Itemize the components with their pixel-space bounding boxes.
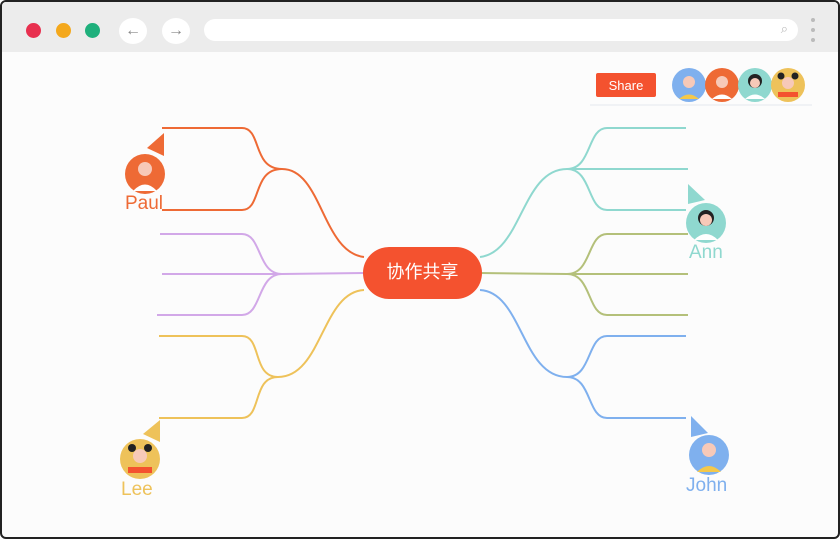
more-menu-button[interactable]: [810, 18, 816, 42]
search-icon: ⌕: [780, 21, 788, 36]
address-bar[interactable]: ⌕: [204, 19, 798, 41]
maximize-window-button[interactable]: [85, 23, 100, 38]
john-cursor-icon: [691, 416, 708, 437]
collaborator-avatar[interactable]: [705, 68, 739, 102]
lee-cursor-icon: [143, 420, 160, 442]
arrow-left-icon: ←: [125, 22, 141, 39]
mindmap-center-node[interactable]: 协作共享: [363, 247, 482, 299]
forward-button[interactable]: →: [162, 18, 190, 44]
browser-toolbar: ← → ⌕: [2, 2, 838, 52]
collaborator-avatar[interactable]: [771, 68, 805, 102]
paul-cursor-icon: [147, 133, 164, 156]
arrow-right-icon: →: [168, 22, 184, 39]
ann-label: Ann: [689, 242, 723, 263]
close-window-button[interactable]: [26, 23, 41, 38]
collaborator-avatar[interactable]: [672, 68, 706, 102]
back-button[interactable]: ←: [119, 18, 147, 44]
ann-cursor-icon: [688, 184, 705, 204]
paul-avatar: [125, 154, 165, 194]
john-label: John: [686, 475, 728, 496]
ann-avatar: [686, 203, 726, 243]
collaboration-panel: [590, 62, 812, 106]
lee-avatar: [120, 439, 160, 479]
lee-label: Lee: [121, 479, 153, 500]
share-button[interactable]: Share: [596, 73, 656, 97]
john-avatar: [689, 435, 729, 475]
collaborator-avatar[interactable]: [738, 68, 772, 102]
paul-label: Paul: [125, 193, 164, 214]
minimize-window-button[interactable]: [56, 23, 71, 38]
